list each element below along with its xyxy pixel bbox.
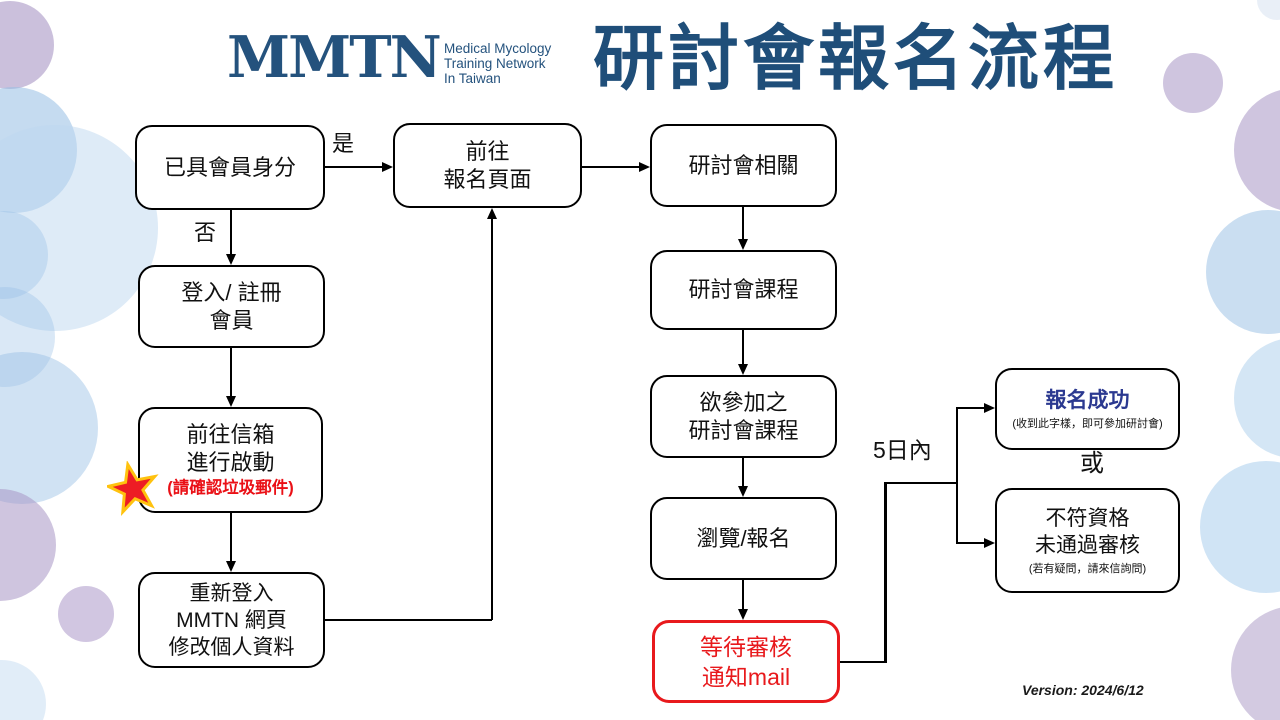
flow-node-activate-mailbox: 前往信箱 進行啟動 (請確認垃圾郵件)	[138, 407, 323, 513]
decor-circle	[1200, 461, 1280, 593]
flow-node-browse-register: 瀏覽/報名	[650, 497, 837, 580]
arrowhead-down	[225, 561, 236, 572]
arrowhead-down	[225, 396, 236, 407]
node-label: 未通過審核	[1035, 534, 1140, 557]
connector-to-success	[956, 406, 984, 410]
connector-related-to-courses	[741, 207, 745, 239]
version-label: Version: 2024/6/12	[1022, 682, 1144, 698]
connector-waiting-to-results	[884, 481, 959, 485]
connector-relogin-loop	[490, 219, 494, 620]
arrowhead-down	[737, 239, 748, 250]
decor-circle	[0, 489, 56, 601]
success-note: (收到此字樣，即可參加研討會)	[1012, 417, 1163, 430]
or-label: 或	[1080, 450, 1104, 477]
decor-circle	[58, 586, 114, 642]
decor-circle	[0, 1, 54, 89]
connector-results-branch	[955, 407, 959, 544]
connector-desired-to-browse	[741, 458, 745, 486]
decor-circle	[1163, 53, 1223, 113]
node-label: 前往信箱	[186, 421, 275, 447]
flow-node-seminar-courses: 研討會課程	[650, 250, 837, 330]
flow-node-goto-registration: 前往 報名頁面	[393, 123, 582, 208]
tagline-line: Medical Mycology	[444, 41, 552, 56]
arrowhead-down	[737, 486, 748, 497]
flow-node-desired-courses: 欲參加之 研討會課程	[650, 375, 837, 458]
node-label: 前往	[465, 138, 510, 164]
arrowhead-down	[225, 254, 236, 265]
arrowhead-down	[737, 364, 748, 375]
node-label: 不符資格	[1045, 507, 1130, 530]
flow-node-relogin: 重新登入 MMTN 網頁 修改個人資料	[138, 572, 325, 668]
arrowhead-down	[737, 609, 748, 620]
node-label: 報名頁面	[443, 166, 532, 192]
decor-circle	[1234, 88, 1280, 212]
connector-waiting-to-results	[840, 660, 887, 664]
node-label: 瀏覽/報名	[696, 525, 791, 551]
node-label: 會員	[209, 307, 254, 333]
decor-circle	[0, 352, 98, 504]
node-label: 研討會相關	[688, 152, 799, 178]
mmtn-logo-tagline: Medical Mycology Training Network In Tai…	[444, 41, 551, 86]
connector-member-to-registration	[325, 165, 382, 169]
arrowhead-right	[382, 161, 393, 172]
within-5-days-label: 5日內	[873, 437, 932, 463]
connector-to-rejected	[956, 541, 984, 545]
arrowhead-right	[639, 161, 650, 172]
node-label: 欲參加之	[699, 389, 788, 415]
node-label: 報名成功	[1045, 388, 1130, 412]
star-icon	[107, 461, 159, 516]
decor-circle	[0, 287, 55, 387]
node-label: 已具會員身分	[163, 154, 296, 180]
node-label: 研討會課程	[688, 417, 799, 443]
flow-node-rejected: 不符資格 未通過審核 (若有疑問，請來信詢問)	[995, 488, 1180, 593]
arrowhead-right	[984, 537, 995, 548]
connector-courses-to-desired	[741, 330, 745, 364]
connector-waiting-to-results	[884, 482, 887, 663]
flow-node-login-register: 登入/ 註冊 會員	[138, 265, 325, 348]
mmtn-logo: MMTN	[227, 24, 442, 91]
decor-circle	[1206, 210, 1280, 334]
spam-warning-note: (請確認垃圾郵件)	[167, 478, 294, 497]
page-title: 研討會報名流程	[593, 20, 1119, 99]
arrowhead-up	[486, 208, 497, 219]
flow-node-success: 報名成功 (收到此字樣，即可參加研討會)	[995, 368, 1180, 450]
flow-node-member-check: 已具會員身分	[135, 125, 325, 210]
node-label: 修改個人資料	[168, 635, 295, 659]
node-label: 通知mail	[701, 663, 791, 690]
node-label: 等待審核	[700, 633, 792, 660]
decor-circle	[1257, 0, 1280, 20]
decor-circle	[0, 87, 77, 213]
tagline-line: In Taiwan	[444, 71, 501, 86]
connector-registration-to-seminar	[582, 165, 639, 169]
node-label: 進行啟動	[186, 449, 275, 475]
tagline-line: Training Network	[444, 56, 546, 71]
node-label: 登入/ 註冊	[181, 279, 282, 305]
node-label: 重新登入	[189, 581, 274, 605]
flow-node-seminar-related: 研討會相關	[650, 124, 837, 207]
node-label: MMTN 網頁	[176, 608, 287, 632]
connector-member-to-login	[229, 209, 233, 254]
decor-circle	[0, 660, 46, 720]
decor-circle	[1234, 338, 1280, 458]
rejected-note: (若有疑問，請來信詢問)	[1028, 563, 1147, 575]
flow-node-waiting-review: 等待審核 通知mail	[652, 620, 840, 703]
node-label: 研討會課程	[688, 277, 799, 302]
connector-browse-to-waiting	[741, 580, 745, 609]
connector-login-to-mailbox	[229, 348, 233, 396]
decor-circle	[0, 211, 48, 299]
no-label: 否	[194, 220, 217, 245]
decor-circle	[1231, 606, 1280, 720]
arrowhead-right	[984, 402, 995, 413]
yes-label: 是	[332, 131, 355, 156]
connector-relogin-loop	[325, 618, 492, 622]
connector-mailbox-to-relogin	[229, 513, 233, 561]
